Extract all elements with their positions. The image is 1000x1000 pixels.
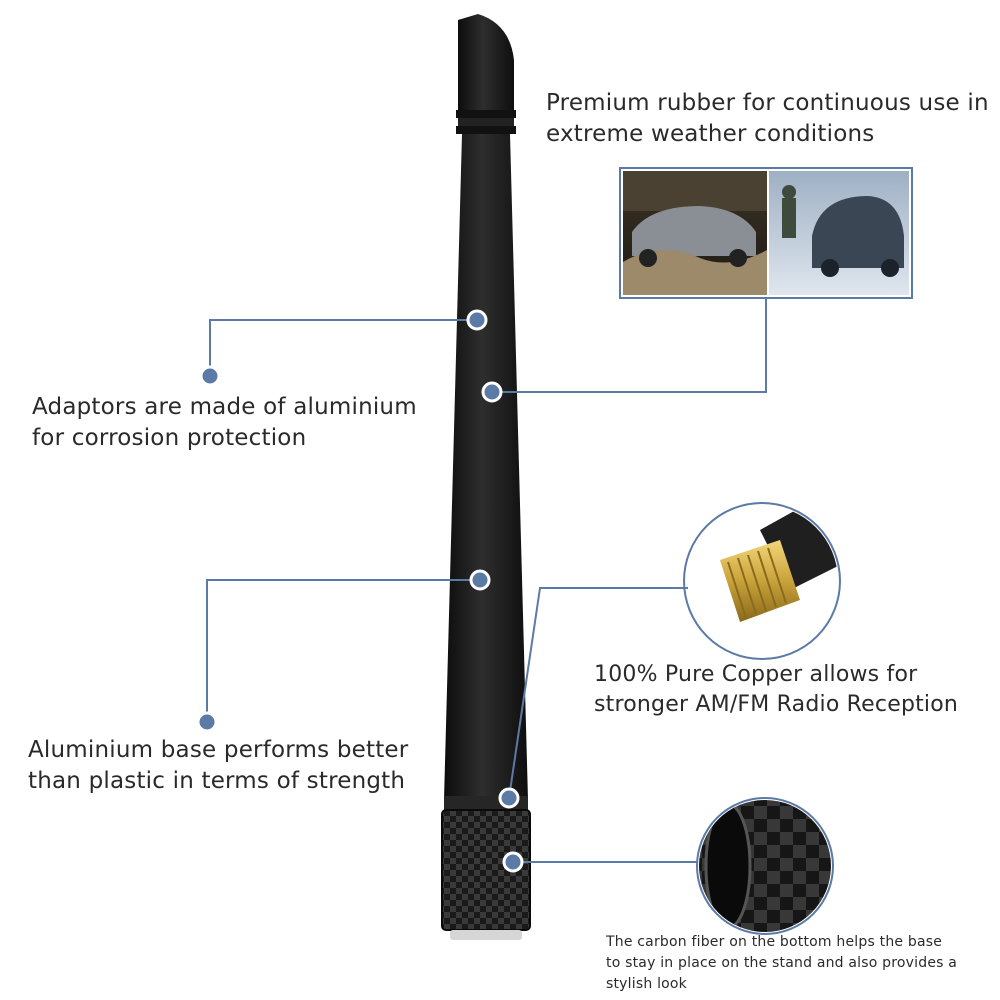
callout-line-base: [206, 579, 480, 722]
callout-dot-base-antenna: [469, 569, 491, 591]
callout-line-copper: [508, 587, 688, 799]
caption-adaptor-line-1: Adaptors are made of aluminium: [32, 394, 417, 420]
caption-carbon-line-3: stylish look: [606, 976, 687, 992]
caption-carbon-line-2: to stay in place on the stand and also p…: [606, 955, 958, 971]
caption-rubber: Premium rubber for continuous use in ext…: [546, 88, 989, 150]
caption-base-line-1: Aluminium base performs better: [28, 737, 409, 763]
callout-dots: [196, 309, 524, 873]
callout-dot-adaptor-antenna: [466, 309, 488, 331]
caption-copper-line-1: 100% Pure Copper allows for: [594, 662, 918, 687]
caption-copper: 100% Pure Copper allows for stronger AM/…: [594, 660, 958, 720]
copper-connector-zoom: [683, 502, 841, 660]
carbon-fiber-zoom: [696, 797, 834, 935]
caption-carbon: The carbon fiber on the bottom helps the…: [606, 932, 957, 995]
caption-rubber-line-2: extreme weather conditions: [546, 121, 875, 147]
caption-copper-line-2: stronger AM/FM Radio Reception: [594, 692, 959, 717]
caption-base-line-2: than plastic in terms of strength: [28, 768, 406, 794]
callout-line-adaptor: [209, 319, 477, 376]
caption-base: Aluminium base performs better than plas…: [28, 735, 408, 797]
weather-photo: [619, 167, 913, 299]
callout-dot-carbon: [502, 851, 524, 873]
callout-line-rubber: [492, 298, 767, 393]
caption-rubber-line-1: Premium rubber for continuous use in: [546, 90, 989, 116]
caption-adaptor: Adaptors are made of aluminium for corro…: [32, 392, 417, 454]
callout-dot-copper: [498, 787, 520, 809]
callout-dot-rubber: [481, 381, 503, 403]
caption-carbon-line-1: The carbon fiber on the bottom helps the…: [606, 934, 943, 950]
caption-adaptor-line-2: for corrosion protection: [32, 425, 307, 451]
callout-lines: [206, 298, 767, 863]
callout-dot-adaptor-text: [199, 365, 221, 387]
callout-dot-base-text: [196, 711, 218, 733]
